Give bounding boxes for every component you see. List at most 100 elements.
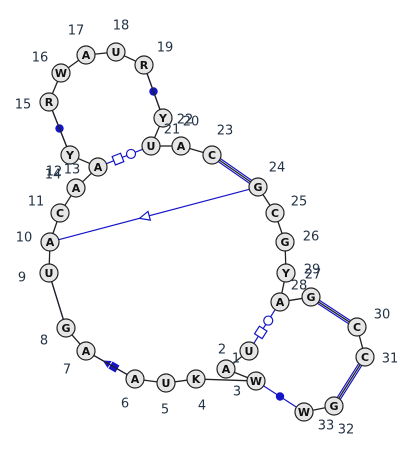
nucleotide-letter: G	[61, 322, 70, 335]
nucleotide-23: C	[202, 145, 222, 165]
nucleotide-number-label: 1	[232, 352, 240, 367]
backbone-segment-17-18	[94, 52, 108, 55]
backbone-segment-30-31	[358, 335, 364, 349]
nucleotide-29: G	[301, 287, 321, 307]
backbone-segment-29-30	[318, 301, 350, 323]
nucleotide-letter: A	[72, 182, 81, 195]
nucleotide-letter: C	[361, 351, 369, 364]
backbone-segment-2-3	[234, 371, 248, 379]
nucleotide-number-label: 16	[32, 51, 49, 66]
nucleotide-27: Y	[276, 263, 296, 283]
nucleotide-4: K	[186, 369, 206, 389]
backbone-segment-14-15	[51, 110, 68, 147]
nucleotide-number-label: 9	[18, 271, 26, 286]
nucleotide-letter: G	[253, 181, 262, 194]
backbone-segment-5-6	[143, 379, 158, 383]
nucleotide-25: C	[265, 203, 285, 223]
nucleotide-28: A	[270, 292, 290, 312]
backbone-segment-8-9	[51, 281, 64, 320]
nucleotide-number-label: 2	[218, 343, 226, 358]
nucleotide-letter: W	[55, 67, 67, 80]
nucleotide-7: A	[76, 341, 96, 361]
nucleotide-letter: G	[280, 236, 289, 249]
nucleotide-letter: R	[140, 59, 149, 72]
nucleotide-number-label: 13	[64, 163, 81, 178]
nucleotide-number-label: 19	[157, 41, 174, 56]
nucleotide-number-label: 25	[291, 195, 308, 210]
nucleotide-letter: C	[271, 207, 279, 220]
nucleotide-31: C	[355, 347, 375, 367]
nucleotide-number-label: 29	[304, 263, 321, 278]
nucleotide-11: C	[50, 203, 70, 223]
backbone-segment-28-29	[288, 297, 303, 302]
nucleotide-21: U	[141, 136, 161, 156]
nucleotide-letter: C	[353, 321, 361, 334]
nucleotide-letter: U	[112, 46, 121, 59]
nucleotide-number-label: 3	[233, 385, 241, 400]
nucleotide-number-label: 4	[198, 399, 206, 414]
nucleotide-1: U	[239, 341, 259, 361]
interaction-1-28-square-circle	[253, 309, 276, 344]
nucleotide-number-label: 28	[291, 279, 308, 294]
backbone-segment-1-2	[232, 356, 243, 364]
nucleotide-number-label: 12	[46, 165, 63, 180]
backbone-segment-19-20	[146, 73, 161, 110]
nucleotide-16: W	[51, 63, 71, 83]
nucleotide-33: W	[294, 402, 314, 422]
nucleotide-9: U	[39, 263, 59, 283]
nucleotide-22: A	[171, 136, 191, 156]
nucleotide-number-label: 23	[217, 124, 234, 139]
backbone-segment-22-23	[189, 147, 204, 154]
nucleotide-number-label: 14	[45, 168, 62, 183]
nucleotide-letter: A	[94, 161, 103, 174]
nucleotide-10: A	[40, 232, 60, 252]
nucleotide-2: A	[216, 359, 236, 379]
nucleotide-letter: Y	[158, 112, 168, 125]
nucleotide-number-label: 10	[16, 231, 33, 246]
nucleotide-letter: A	[222, 363, 231, 376]
nucleotide-number-label: 7	[63, 363, 71, 378]
interaction-3-33-dot	[263, 385, 297, 408]
nucleotide-letter: U	[162, 377, 171, 390]
backbone-segment-7-8	[71, 334, 81, 345]
interaction-10-24-open-triangle	[58, 188, 250, 241]
backbone-segment-27-28	[281, 281, 285, 294]
interaction-13-21-square-circle	[106, 148, 143, 166]
backbone-segment-15-16	[51, 81, 59, 94]
nucleotide-12: A	[66, 178, 86, 198]
nucleotide-letter: Y	[281, 267, 291, 280]
nucleotide-26: G	[275, 232, 295, 252]
backbone-segment-4-5	[174, 379, 188, 383]
nucleotide-18: U	[106, 42, 126, 62]
nucleotide-letter: A	[276, 296, 285, 309]
backbone-segment-32-33	[312, 407, 326, 411]
backbone-segment-25-26	[277, 221, 283, 234]
nucleotide-letter: W	[298, 406, 310, 419]
nucleotide-number-label: 18	[113, 19, 130, 34]
nucleotide-3: W	[246, 371, 266, 391]
nucleotide-letter: A	[177, 140, 186, 153]
nucleotide-letter: A	[131, 373, 140, 386]
backbone-segment-13-14	[78, 157, 90, 165]
nucleotide-letter: A	[82, 49, 91, 62]
nucleotide-letter: C	[208, 149, 216, 162]
nucleotide-24: G	[248, 177, 268, 197]
nucleotide-number-label: 30	[374, 308, 391, 323]
nucleotide-number-label: 33	[318, 419, 335, 434]
backbone-segment-16-17	[67, 59, 80, 69]
nucleotide-letter: U	[147, 140, 156, 153]
interaction-31-32-double	[336, 363, 363, 400]
nucleotide-letter: G	[329, 400, 338, 413]
nucleotide-number-label: 11	[28, 195, 45, 210]
interaction-23-24-double	[218, 158, 252, 184]
nucleotide-letter: W	[250, 375, 262, 388]
nucleotide-number-label: 8	[40, 334, 48, 349]
nucleotide-letter: U	[45, 267, 54, 280]
nucleotide-number-label: 22	[177, 113, 194, 128]
interaction-29-30-double	[317, 299, 351, 325]
backbone-layer	[48, 52, 364, 411]
backbone-segment-31-32	[338, 364, 361, 399]
nucleotide-letter: Y	[65, 149, 75, 162]
backbone-segment-3-4	[204, 378, 248, 382]
